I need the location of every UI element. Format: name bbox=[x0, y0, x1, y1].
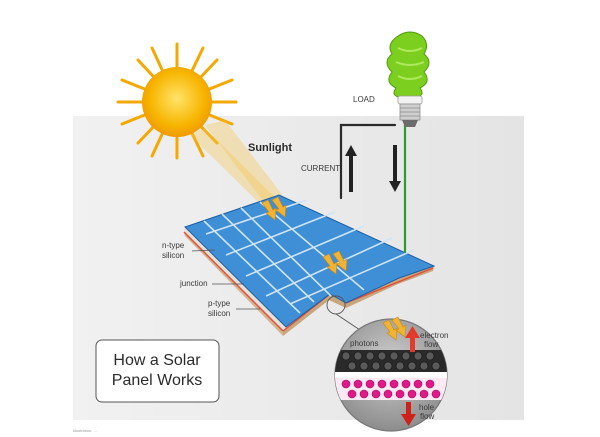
hole-flow-label-2: flow bbox=[420, 412, 434, 421]
load-label: LOAD bbox=[353, 95, 375, 104]
n-type-label-1: n-type bbox=[162, 241, 185, 250]
caption: Illustration: ... bbox=[73, 428, 97, 433]
circuit-wires bbox=[339, 123, 407, 254]
photons-label: photons bbox=[350, 339, 378, 348]
electron-flow-label-1: electron bbox=[420, 331, 448, 340]
hole-flow-label-1: hole bbox=[419, 403, 435, 412]
sun-icon bbox=[116, 42, 238, 160]
n-type-leader bbox=[191, 249, 216, 252]
photon-arrow-icon bbox=[261, 196, 348, 275]
p-type-label-1: p-type bbox=[208, 299, 231, 308]
hole-flow-arrow-icon bbox=[401, 402, 416, 426]
junction-label: junction bbox=[179, 279, 208, 288]
electron-flow-arrow-icon bbox=[405, 326, 420, 352]
solar-panel bbox=[183, 194, 436, 336]
light-bulb-icon bbox=[386, 31, 430, 127]
current-up-arrow-icon bbox=[345, 145, 357, 192]
title-line-2: Panel Works bbox=[112, 372, 202, 389]
title-line-1: How a Solar bbox=[113, 352, 201, 369]
title-box: How a Solar Panel Works bbox=[95, 339, 220, 403]
electron-flow-label-2: flow bbox=[424, 340, 438, 349]
zoom-callout: photons electron flow hole flow bbox=[326, 295, 448, 432]
zoom-photon-arrow-icon bbox=[382, 316, 407, 341]
current-label: CURRENT bbox=[301, 164, 340, 173]
current-down-arrow-icon bbox=[389, 145, 401, 192]
n-type-label-2: silicon bbox=[162, 251, 184, 260]
sunlight-label: Sunlight bbox=[248, 142, 292, 154]
p-type-label-2: silicon bbox=[208, 309, 230, 318]
